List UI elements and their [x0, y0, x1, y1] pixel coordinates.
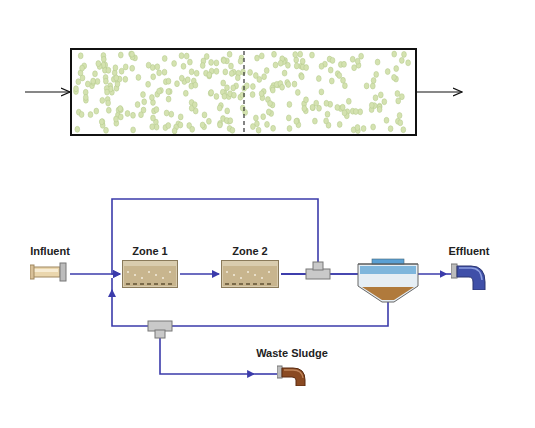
- flow-node: Waste Sludge: [254, 346, 330, 386]
- media-dots: [74, 51, 411, 134]
- unit-icon: [30, 260, 70, 284]
- inlet-arrow: [25, 91, 70, 92]
- splitter-tee: [155, 330, 165, 338]
- flow-node: Influent: [28, 244, 72, 284]
- node-label: Influent: [30, 244, 70, 258]
- flow-line: [160, 274, 388, 374]
- flow-node: Zone 2: [219, 244, 281, 288]
- pipe-stub: [70, 273, 72, 275]
- flow-node: Effluent: [447, 244, 492, 290]
- zone-divider: [243, 51, 244, 133]
- unit-icon: [277, 362, 307, 386]
- outlet-arrow: [417, 91, 462, 92]
- flow-node: Zone 1: [120, 244, 180, 288]
- unit-icon: [221, 260, 279, 288]
- reactor-outline: [71, 49, 416, 135]
- node-label: Zone 1: [132, 244, 167, 258]
- unit-icon: [451, 260, 487, 290]
- pipe-stub: [254, 373, 277, 375]
- return-sludge-line: [111, 278, 113, 292]
- node-label: Zone 2: [232, 244, 267, 258]
- node-label: Waste Sludge: [256, 346, 328, 360]
- node-label: Effluent: [449, 244, 490, 258]
- flow-line: [180, 273, 219, 275]
- pipe-stub: [447, 273, 451, 275]
- splitter-tee: [313, 262, 323, 270]
- unit-icon: [122, 260, 178, 288]
- clarifier: [358, 259, 418, 302]
